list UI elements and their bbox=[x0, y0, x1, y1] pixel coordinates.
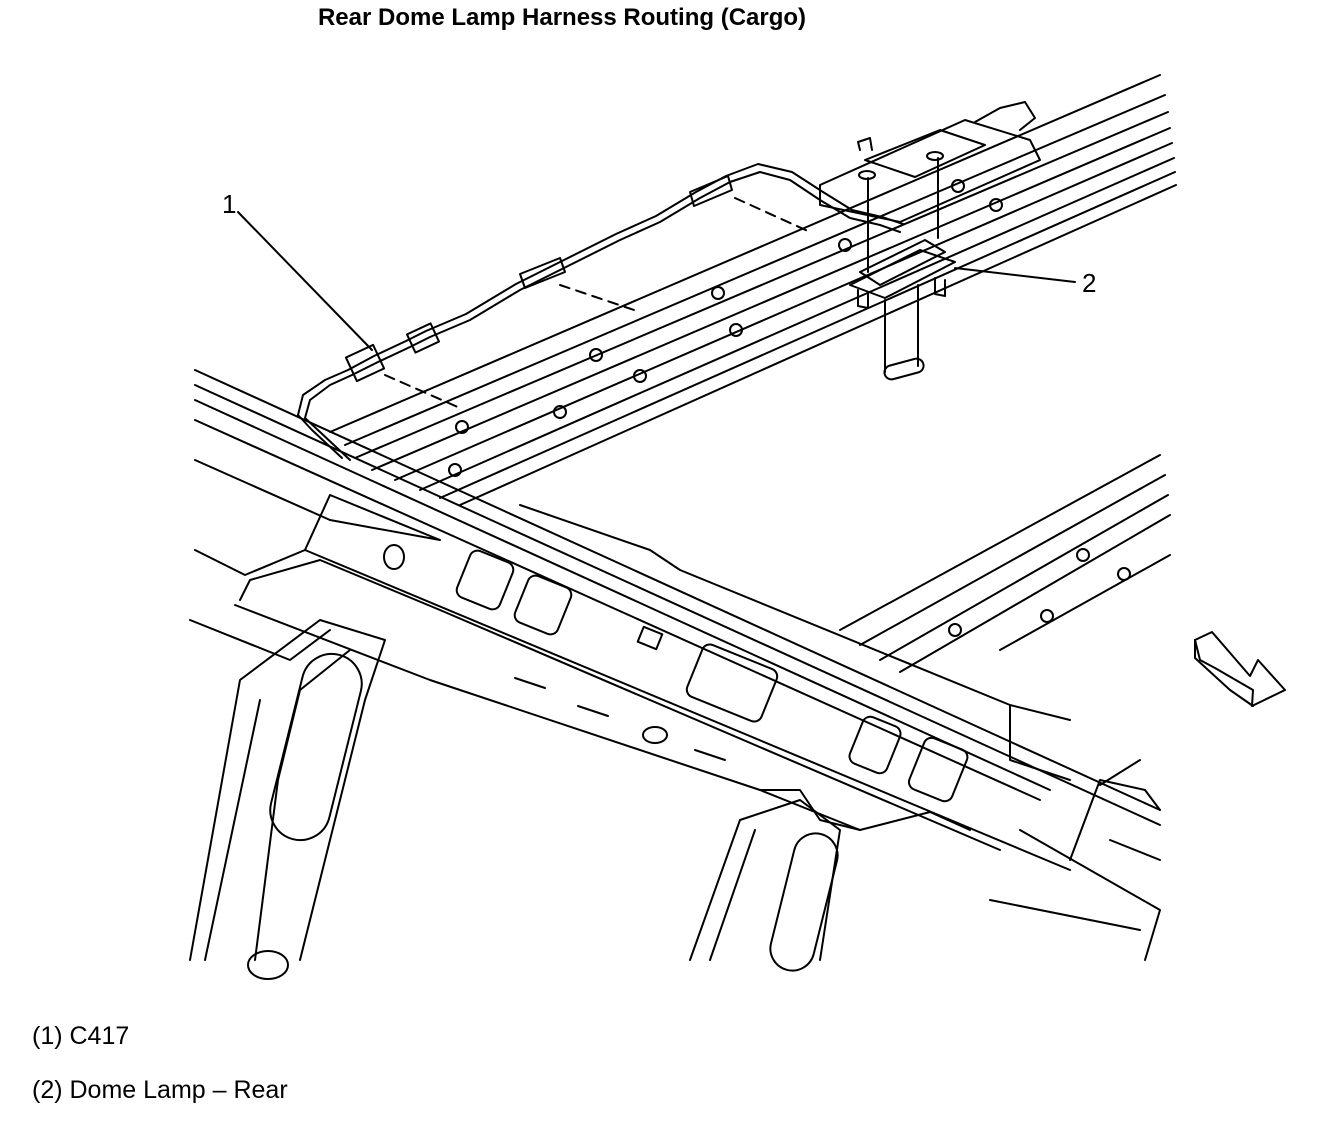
callout-2-label: 2 bbox=[1082, 268, 1096, 298]
callout-1-leader bbox=[237, 211, 373, 351]
right-rear-pillar bbox=[689, 799, 841, 972]
left-rear-pillar bbox=[189, 619, 386, 980]
lamp-mounting-pad bbox=[819, 101, 1041, 223]
callout-leaders bbox=[237, 211, 1076, 351]
callout-2-leader bbox=[954, 267, 1076, 283]
upper-roof-rail bbox=[329, 74, 1177, 506]
rear-header-cross-member bbox=[189, 369, 1161, 871]
wiring-harness bbox=[297, 163, 904, 461]
right-roof-rail bbox=[839, 454, 1171, 961]
diagram-title: Rear Dome Lamp Harness Routing (Cargo) bbox=[317, 4, 807, 31]
dome-lamp-assembly bbox=[849, 151, 956, 381]
callout-1-label: 1 bbox=[222, 189, 236, 219]
front-direction-arrow-icon bbox=[1194, 631, 1286, 707]
legend-item-c417: (1) C417 bbox=[32, 1022, 130, 1050]
legend-item-dome-lamp-rear: (2) Dome Lamp – Rear bbox=[32, 1076, 288, 1104]
